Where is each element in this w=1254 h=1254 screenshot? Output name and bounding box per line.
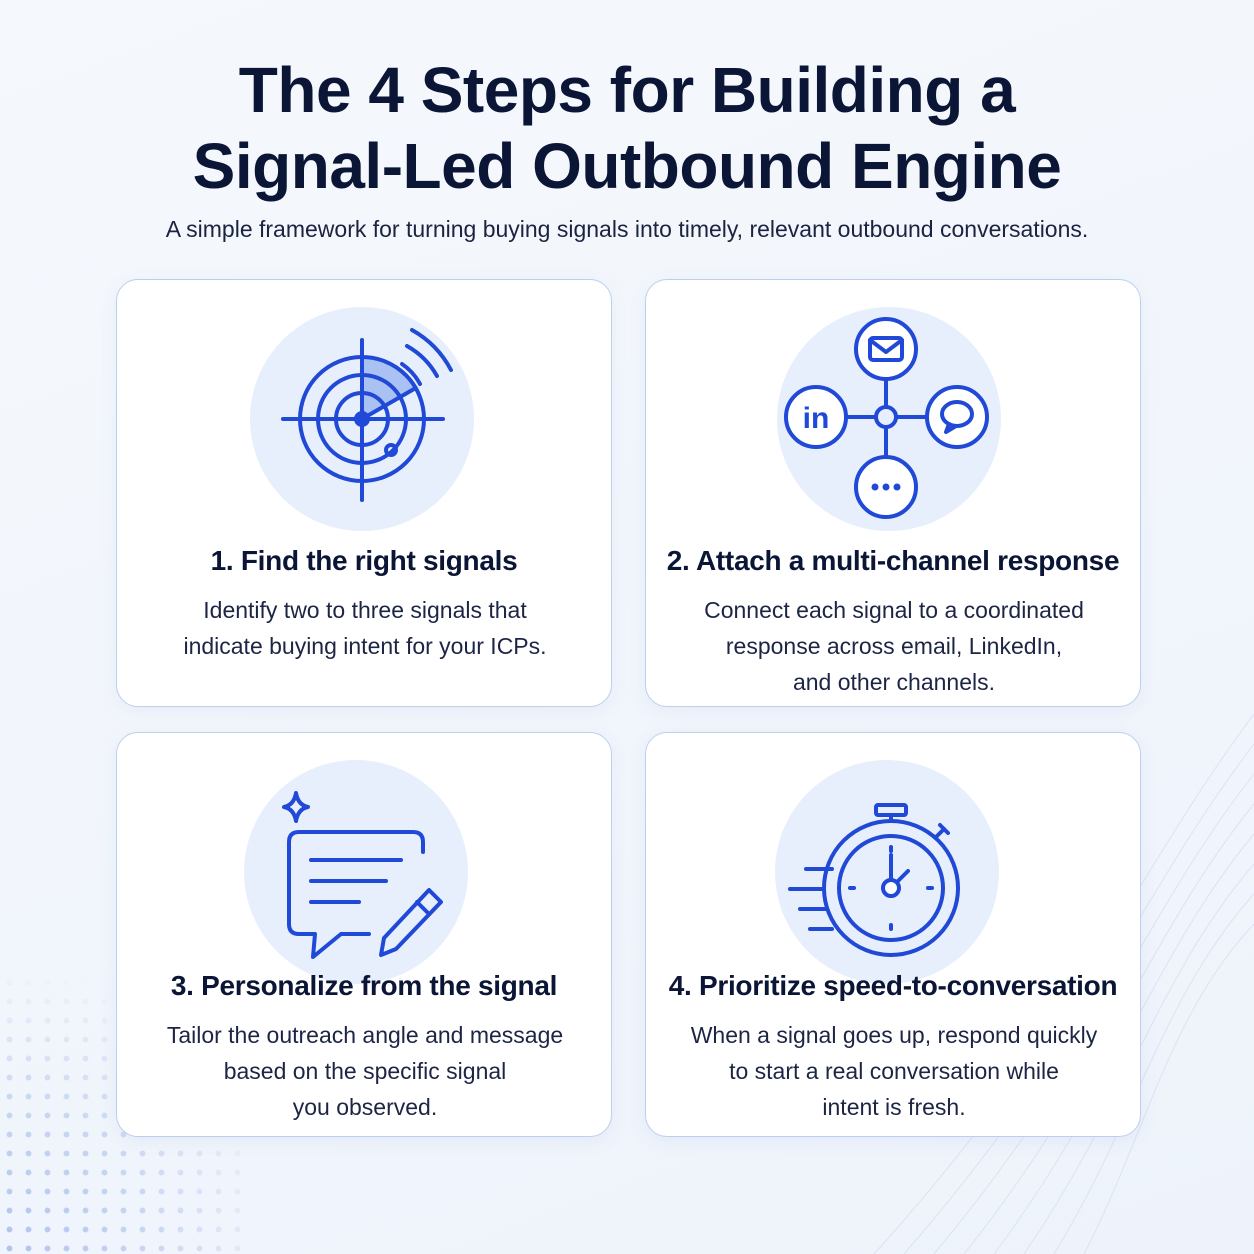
step-description-line: you observed. xyxy=(292,1094,438,1120)
step-description: Identify two to three signals that indic… xyxy=(157,592,573,664)
step-card-1: 1. Find the right signals Identify two t… xyxy=(116,279,612,707)
page-title-line-1: The 4 Steps for Building a xyxy=(238,54,1016,126)
step-description-line: Connect each signal to a coordinated xyxy=(704,597,1084,623)
page-subtitle: A simple framework for turning buying si… xyxy=(165,216,1089,242)
multi-channel-hub-icon: in xyxy=(774,304,1004,534)
message-pencil-icon xyxy=(241,757,471,987)
stopwatch-icon xyxy=(772,757,1002,987)
step-description-line: When a signal goes up, respond quickly xyxy=(690,1022,1098,1048)
radar-target-icon xyxy=(247,304,477,534)
step-description-line: and other channels. xyxy=(792,669,996,695)
step-card-4: 4. Prioritize speed-to-conversation When… xyxy=(645,732,1141,1137)
step-description-line: intent is fresh. xyxy=(822,1094,966,1120)
step-description-line: Identify two to three signals that xyxy=(203,597,527,623)
step-title: 1. Find the right signals xyxy=(210,545,518,576)
step-description-line: based on the specific signal xyxy=(223,1058,507,1084)
step-description: Connect each signal to a coordinated res… xyxy=(686,592,1102,700)
page-title-line-2: Signal-Led Outbound Engine xyxy=(192,130,1062,202)
step-title: 4. Prioritize speed-to-conversation xyxy=(668,970,1118,1001)
page-title: The 4 Steps for Building a Signal-Led Ou… xyxy=(0,52,1254,204)
step-description-line: indicate buying intent for your ICPs. xyxy=(183,633,547,659)
step-title: 2. Attach a multi-channel response xyxy=(666,545,1120,576)
step-description-line: to start a real conversation while xyxy=(729,1058,1059,1084)
step-card-2: in 2. Attach a multi-channel response Co… xyxy=(645,279,1141,707)
step-card-3: 3. Personalize from the signal Tailor th… xyxy=(116,732,612,1137)
step-description-line: Tailor the outreach angle and message xyxy=(166,1022,564,1048)
step-description-line: response across email, LinkedIn, xyxy=(725,633,1063,659)
linkedin-icon-label: in xyxy=(803,402,830,435)
step-title: 3. Personalize from the signal xyxy=(170,970,558,1001)
step-description: When a signal goes up, respond quickly t… xyxy=(686,1017,1102,1125)
step-description: Tailor the outreach angle and message ba… xyxy=(157,1017,573,1125)
